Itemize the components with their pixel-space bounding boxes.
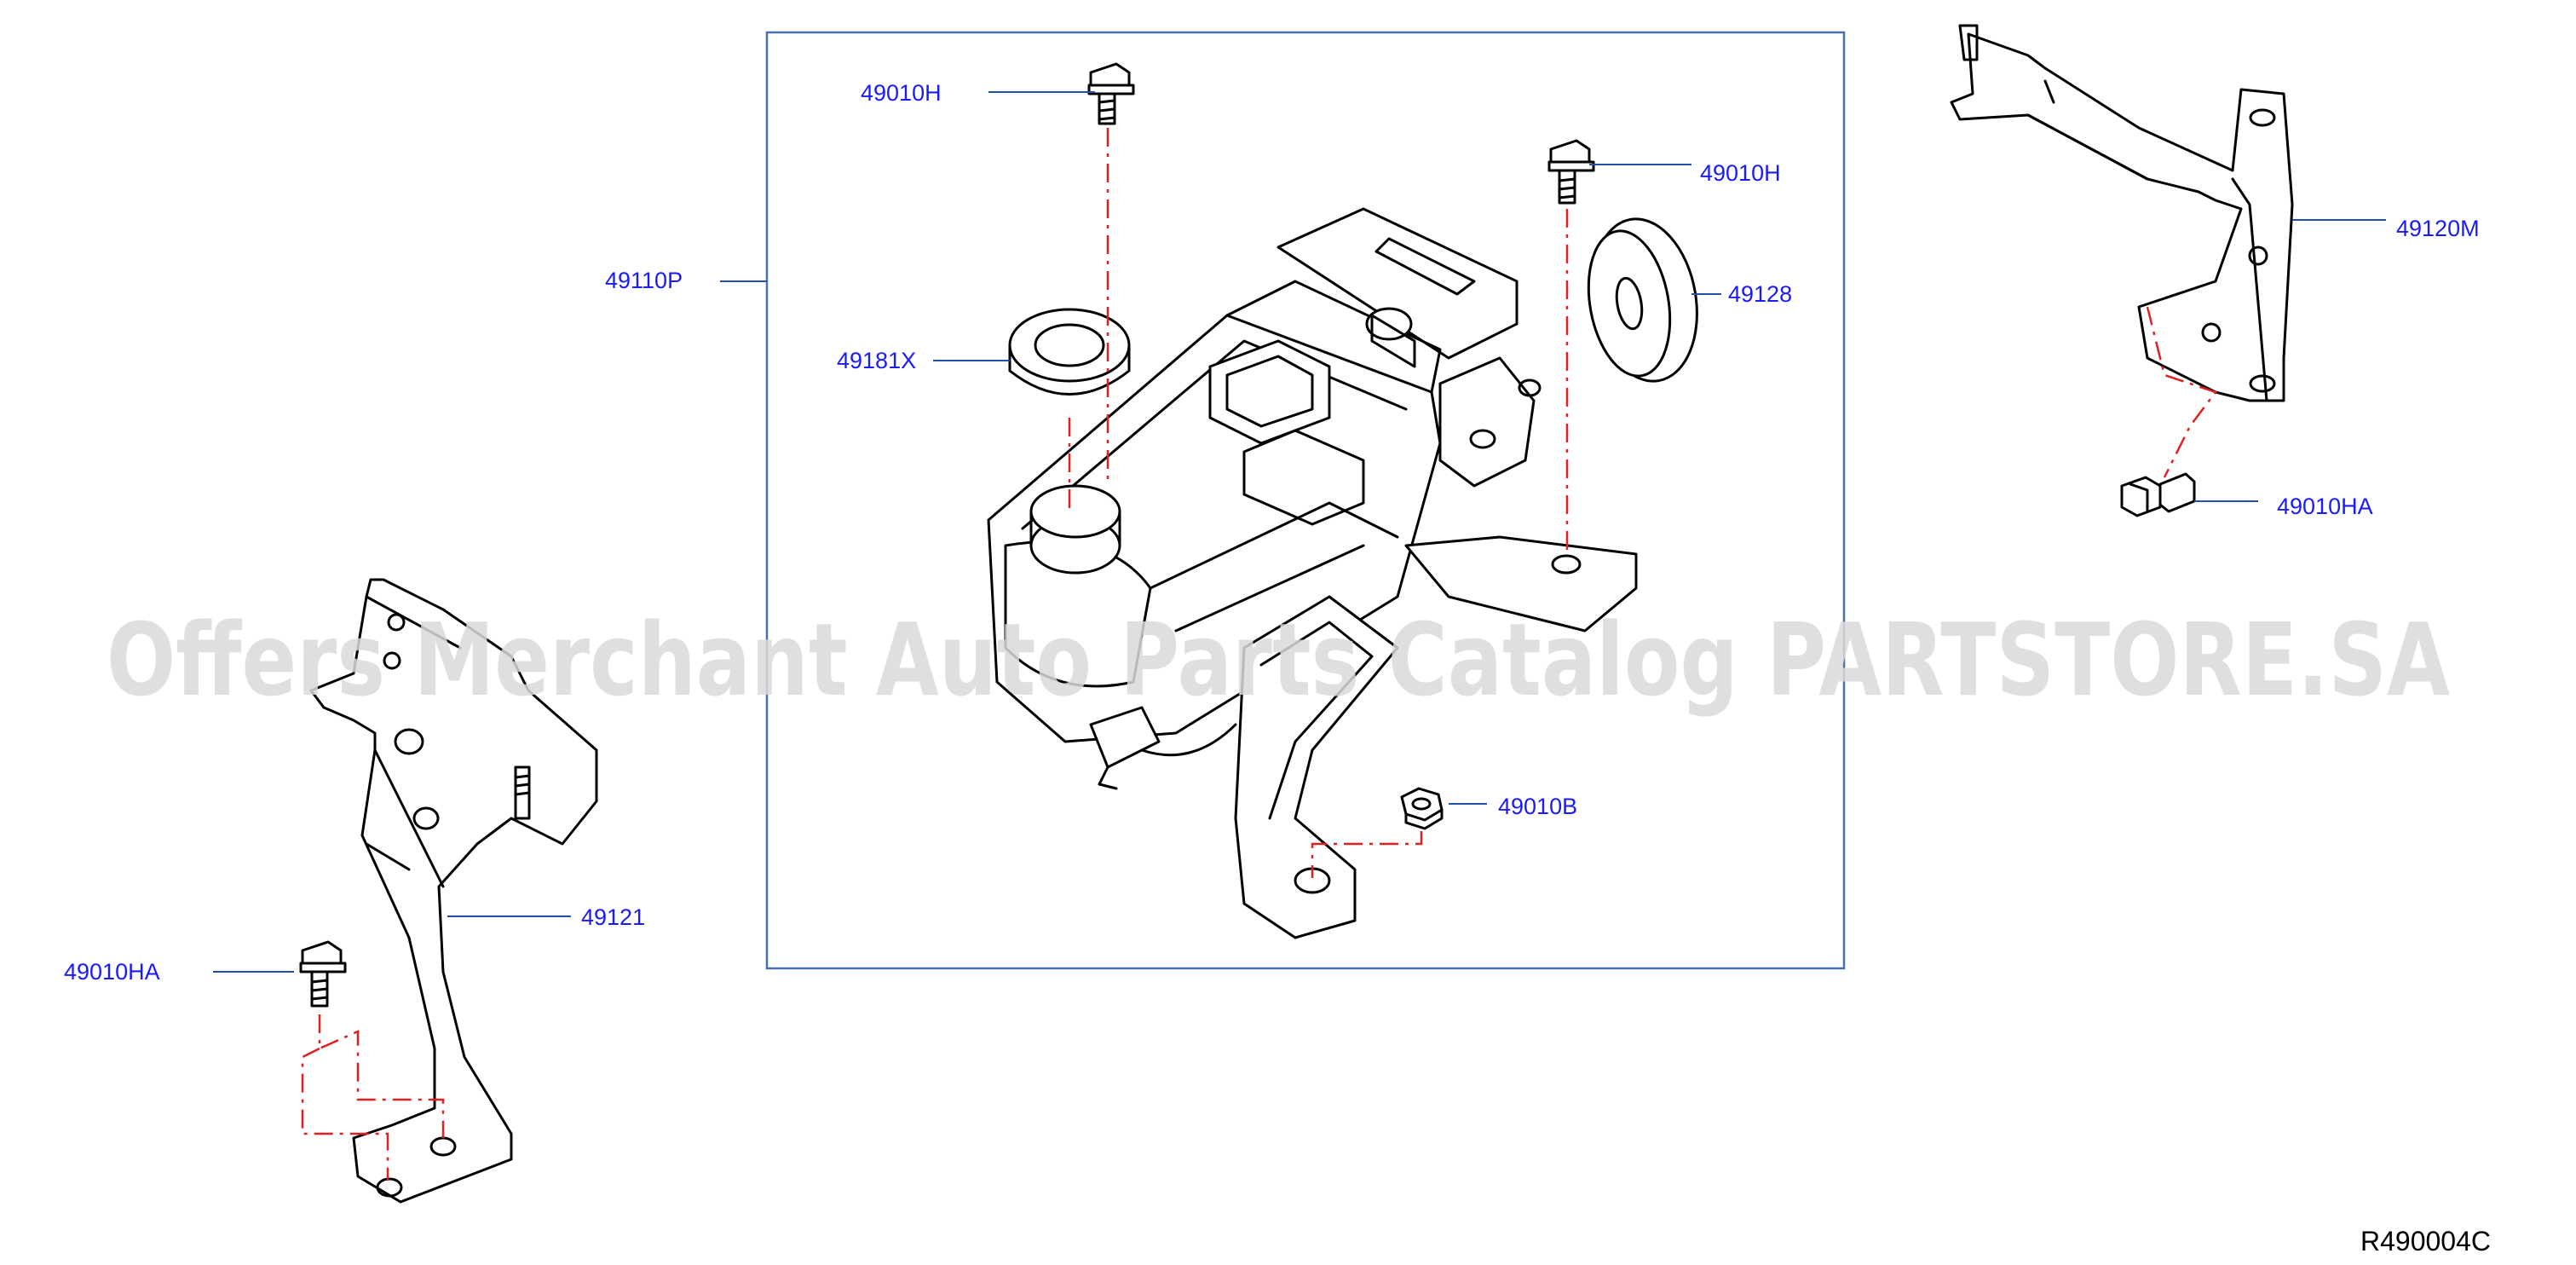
washer-49128[interactable] <box>1578 211 1709 390</box>
label-49110P[interactable]: 49110P <box>605 268 683 293</box>
bolt-49010H-top[interactable] <box>1087 62 1135 125</box>
alignment-lines <box>301 128 2218 1181</box>
nut-49010B[interactable] <box>1400 787 1444 830</box>
watermark: Offers Merchant Auto Parts Catalog PARTS… <box>107 601 2450 719</box>
bolt-49010HA-right[interactable] <box>2120 472 2196 517</box>
washer-icon <box>1587 217 1698 383</box>
label-49010B[interactable]: 49010B <box>1498 794 1577 819</box>
bolt-49010H-right[interactable] <box>1547 139 1595 205</box>
bolt-icon <box>2120 472 2196 517</box>
bolt-icon <box>1547 139 1595 205</box>
label-49128[interactable]: 49128 <box>1728 281 1792 307</box>
reference-code: R490004C <box>2360 1226 2491 1256</box>
bracket-49121[interactable] <box>309 578 598 1204</box>
grommet-icon <box>1008 308 1131 396</box>
leader-lines <box>213 91 2386 973</box>
bolt-49010HA-left[interactable] <box>299 940 347 1008</box>
steering-column-assembly-49110P[interactable] <box>987 207 1638 939</box>
grommet-49181X[interactable] <box>1008 308 1131 396</box>
assembly-frame <box>765 31 1846 970</box>
label-49010H-right[interactable]: 49010H <box>1700 160 1781 186</box>
label-49181X[interactable]: 49181X <box>837 348 916 373</box>
label-49120M[interactable]: 49120M <box>2396 216 2480 241</box>
label-49010HA-right[interactable]: 49010HA <box>2277 494 2373 519</box>
label-49121[interactable]: 49121 <box>581 904 645 930</box>
bolt-icon <box>299 940 347 1008</box>
label-49010HA-left[interactable]: 49010HA <box>64 959 160 985</box>
bolt-icon <box>1087 62 1135 125</box>
nut-icon <box>1400 787 1444 830</box>
label-49010H-top[interactable]: 49010H <box>861 80 942 106</box>
bracket-49120M[interactable] <box>1950 24 2294 402</box>
